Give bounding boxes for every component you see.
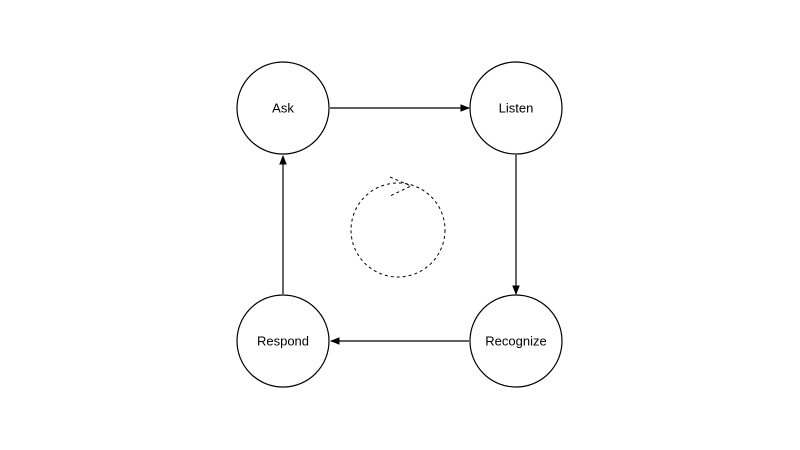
node-ask[interactable]: Ask <box>236 61 330 155</box>
clockwise-cycle-icon <box>350 176 446 278</box>
node-respond[interactable]: Respond <box>236 294 330 388</box>
node-recognize[interactable]: Recognize <box>469 294 563 388</box>
node-respond-label: Respond <box>257 334 309 349</box>
node-recognize-label: Recognize <box>485 334 546 349</box>
node-listen-label: Listen <box>499 101 534 116</box>
node-ask-label: Ask <box>272 101 294 116</box>
node-listen[interactable]: Listen <box>469 61 563 155</box>
